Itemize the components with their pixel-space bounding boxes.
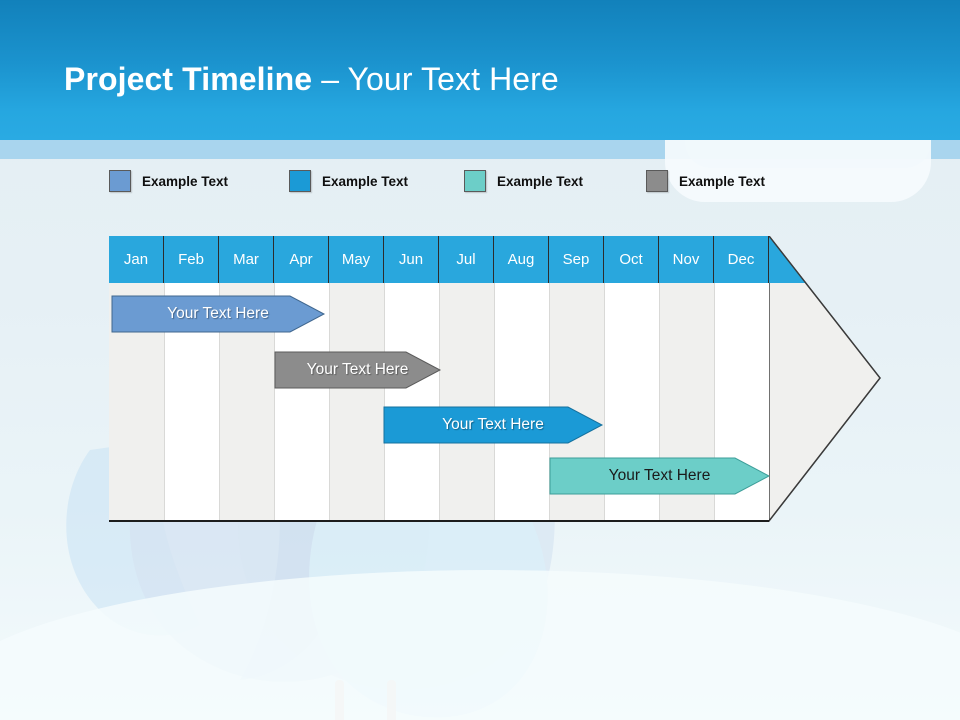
legend-swatch-icon — [464, 170, 486, 192]
column-divider — [549, 283, 550, 520]
column-divider — [219, 283, 220, 520]
column-divider — [659, 283, 660, 520]
month-label: Sep — [562, 251, 590, 268]
month-header-feb[interactable]: Feb — [164, 236, 219, 283]
month-header-nov[interactable]: Nov — [659, 236, 714, 283]
legend-swatch-icon — [109, 170, 131, 192]
month-header-may[interactable]: May — [329, 236, 384, 283]
month-label: May — [341, 251, 371, 268]
task-bar-1[interactable]: Your Text Here — [111, 295, 326, 333]
month-label: Mar — [233, 251, 259, 268]
header-band — [0, 0, 960, 140]
timeline-column — [109, 236, 164, 520]
month-header-jun[interactable]: Jun — [384, 236, 439, 283]
legend-label: Example Text — [497, 173, 584, 189]
task-bar-shape — [549, 457, 771, 495]
column-divider — [164, 283, 165, 520]
column-divider — [494, 283, 495, 520]
legend-item-1[interactable]: Example Text — [109, 169, 228, 193]
legend-item-2[interactable]: Example Text — [289, 169, 408, 193]
legend-label: Example Text — [142, 173, 229, 189]
month-header-mar[interactable]: Mar — [219, 236, 274, 283]
column-divider — [604, 283, 605, 520]
column-divider — [439, 283, 440, 520]
month-label: Apr — [289, 251, 313, 268]
timeline-arrow-point — [768, 233, 885, 524]
month-header-sep[interactable]: Sep — [549, 236, 604, 283]
task-bar-shape — [383, 406, 604, 444]
page-title: Project Timeline – Your Text Here — [64, 59, 559, 99]
task-bar-shape — [111, 295, 326, 333]
column-divider — [384, 283, 385, 520]
task-bar-shape — [274, 351, 442, 389]
column-divider — [714, 283, 715, 520]
column-divider — [329, 283, 330, 520]
legend-swatch-icon — [289, 170, 311, 192]
timeline-column — [219, 236, 274, 520]
month-label: Oct — [619, 251, 643, 268]
task-bar-4[interactable]: Your Text Here — [549, 457, 771, 495]
task-bar-2[interactable]: Your Text Here — [274, 351, 442, 389]
task-bar-3[interactable]: Your Text Here — [383, 406, 604, 444]
month-label: Dec — [727, 251, 755, 268]
rounded-panel — [665, 140, 931, 202]
month-header-oct[interactable]: Oct — [604, 236, 659, 283]
timeline-bottom-border — [109, 520, 769, 522]
month-header-apr[interactable]: Apr — [274, 236, 329, 283]
legend-label: Example Text — [322, 173, 409, 189]
legend-label: Example Text — [679, 173, 766, 189]
month-label: Nov — [672, 251, 700, 268]
column-divider — [274, 283, 275, 520]
month-label: Jul — [456, 251, 476, 268]
bottom-glow — [0, 570, 960, 720]
month-label: Feb — [178, 251, 204, 268]
timeline-column — [439, 236, 494, 520]
month-label: Jun — [398, 251, 424, 268]
legend-item-4[interactable]: Example Text — [646, 169, 765, 193]
month-header-jan[interactable]: Jan — [109, 236, 164, 283]
month-label: Jan — [123, 251, 149, 268]
legend-swatch-icon — [646, 170, 668, 192]
month-header-dec[interactable]: Dec — [714, 236, 769, 283]
month-header-jul[interactable]: Jul — [439, 236, 494, 283]
page-title-strong: Project Timeline — [64, 61, 313, 97]
month-header-aug[interactable]: Aug — [494, 236, 549, 283]
legend-item-3[interactable]: Example Text — [464, 169, 583, 193]
page-title-rest: – Your Text Here — [312, 61, 559, 97]
month-label: Aug — [507, 251, 535, 268]
